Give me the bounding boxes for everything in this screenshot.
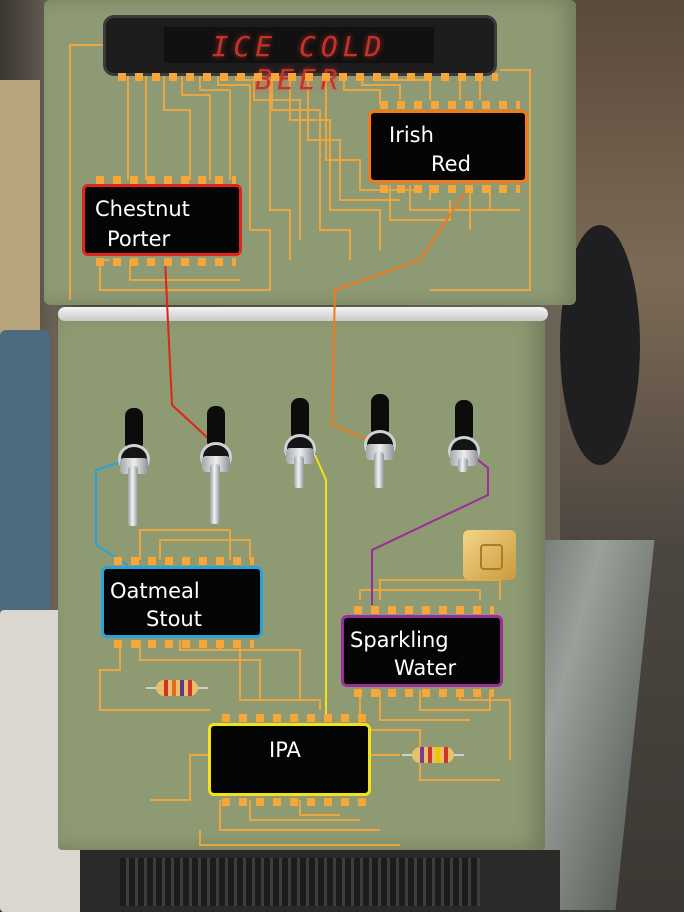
beer-tap-2[interactable] (196, 406, 236, 546)
chip-pins-top (380, 101, 520, 109)
tap-spout (210, 464, 220, 524)
tap-label-chestnut-porter[interactable]: Chestnut Porter (82, 184, 242, 256)
tap-label-line2: Red (431, 152, 471, 176)
fridge-handle[interactable] (58, 307, 548, 321)
tap-label-line1: Irish (389, 123, 434, 147)
beer-tap-1[interactable] (114, 408, 154, 548)
tap-label-line1: Oatmeal (110, 579, 200, 603)
chip-pins-bottom (380, 185, 520, 193)
tap-spout (374, 452, 384, 488)
beer-tap-5[interactable] (444, 400, 484, 540)
tap-label-line1: Chestnut (95, 197, 190, 221)
chip-pins-top (114, 557, 254, 565)
chip-pins-top (354, 606, 494, 614)
display-pins (118, 73, 498, 81)
tap-label-sparkling-water[interactable]: Sparkling Water (341, 615, 503, 687)
storage-bin (0, 330, 50, 660)
chip-pins-top (96, 176, 236, 184)
tap-handle[interactable] (291, 398, 309, 438)
tap-handle[interactable] (455, 400, 473, 440)
chip-pins-top (222, 714, 372, 722)
tap-spout (128, 466, 138, 526)
chip-pins-bottom (96, 258, 236, 266)
tap-spout (458, 458, 468, 472)
chip-pins-bottom (114, 640, 254, 648)
chip-pins-bottom (222, 798, 372, 806)
tap-handle[interactable] (125, 408, 143, 448)
chip-pins-bottom (354, 689, 494, 697)
sim-chip-icon (463, 530, 516, 580)
tap-label-irish-red[interactable]: Irish Red (368, 110, 528, 183)
resistor-right (402, 747, 464, 763)
kick-plate-grill (120, 858, 480, 906)
led-display: ICE COLD BEER (106, 18, 494, 96)
tap-spout (294, 456, 304, 488)
tap-label-line1: Sparkling (350, 628, 449, 652)
tap-handle[interactable] (207, 406, 225, 446)
beer-tap-4[interactable] (360, 394, 400, 534)
tap-label-line2: Porter (107, 227, 171, 251)
tap-label-oatmeal-stout[interactable]: Oatmeal Stout (101, 566, 263, 638)
tap-handle[interactable] (371, 394, 389, 434)
display-text: ICE COLD BEER (211, 30, 387, 96)
tap-label-ipa[interactable]: IPA (208, 723, 371, 796)
tap-label-line2: Stout (146, 607, 202, 631)
beer-tap-3[interactable] (280, 398, 320, 538)
tap-label-line2: Water (394, 656, 457, 680)
display-glass: ICE COLD BEER (164, 27, 434, 96)
resistor-left (146, 680, 208, 696)
tap-label-line1: IPA (269, 738, 301, 762)
